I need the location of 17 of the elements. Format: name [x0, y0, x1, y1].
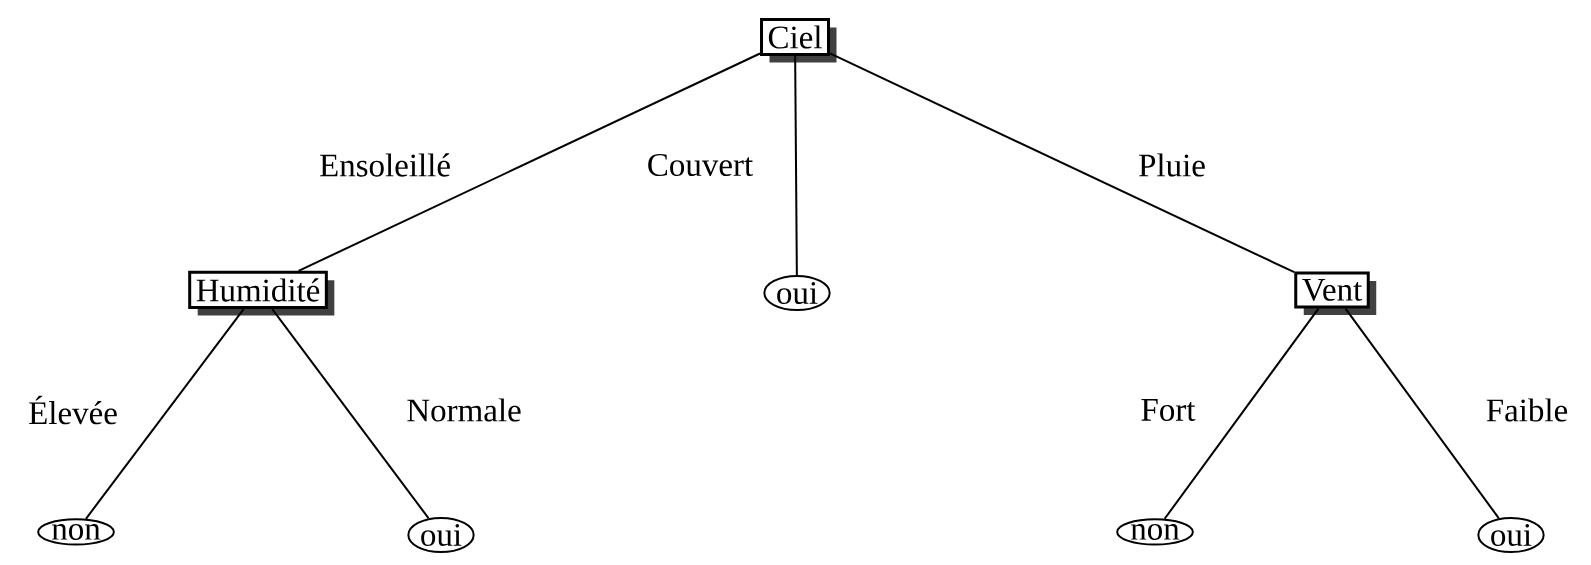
edge-label: Couvert	[648, 153, 753, 177]
edge-label: Normale	[407, 398, 521, 422]
decision-box: Ciel	[760, 17, 837, 63]
branch-line	[84, 308, 245, 520]
branch-line	[1163, 307, 1320, 520]
decision-box: Vent	[1294, 271, 1377, 316]
branch-line	[297, 52, 761, 272]
edge-label: Élevée	[29, 395, 117, 425]
edge-label: Fort	[1141, 399, 1196, 421]
edge-label: Pluie	[1139, 153, 1205, 177]
branch-line	[1344, 307, 1500, 520]
edge-label: Ensoleillé	[320, 153, 450, 177]
branch-line	[271, 308, 430, 520]
edge-label: Faible	[1486, 398, 1568, 422]
branch-line	[794, 55, 798, 276]
decision-box: Humidité	[188, 270, 335, 316]
branch-line	[829, 52, 1296, 274]
